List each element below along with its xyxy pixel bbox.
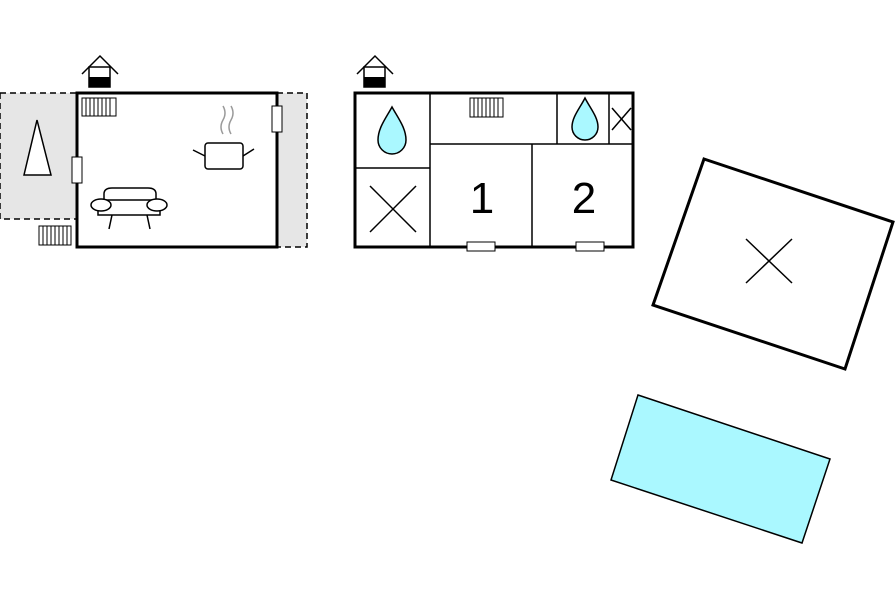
radiator-icon <box>469 97 504 118</box>
bedroom-1-label: 1 <box>470 174 494 223</box>
pool-icon <box>610 394 831 544</box>
window-right <box>271 105 283 133</box>
first-floor: 1 2 <box>353 54 635 252</box>
parasol-icon <box>23 119 52 176</box>
radiator-icon <box>38 225 72 246</box>
ground-floor <box>0 54 308 249</box>
window-left <box>71 156 83 184</box>
window-bedroom-1 <box>466 241 496 252</box>
sofa-icon <box>90 187 168 230</box>
chimney-icon <box>81 54 119 88</box>
shower-drop-icon <box>377 105 407 155</box>
cross-mark-icon <box>745 238 793 284</box>
window-bedroom-2 <box>575 241 605 252</box>
shower-drop-icon <box>571 96 599 141</box>
cross-mark-icon <box>611 107 632 131</box>
cooking-pot-icon <box>192 105 255 170</box>
cross-mark-icon <box>369 185 417 233</box>
annex-building <box>651 157 895 371</box>
chimney-icon <box>356 54 394 88</box>
radiator-icon <box>81 97 117 117</box>
bedroom-2-label: 2 <box>572 174 596 223</box>
